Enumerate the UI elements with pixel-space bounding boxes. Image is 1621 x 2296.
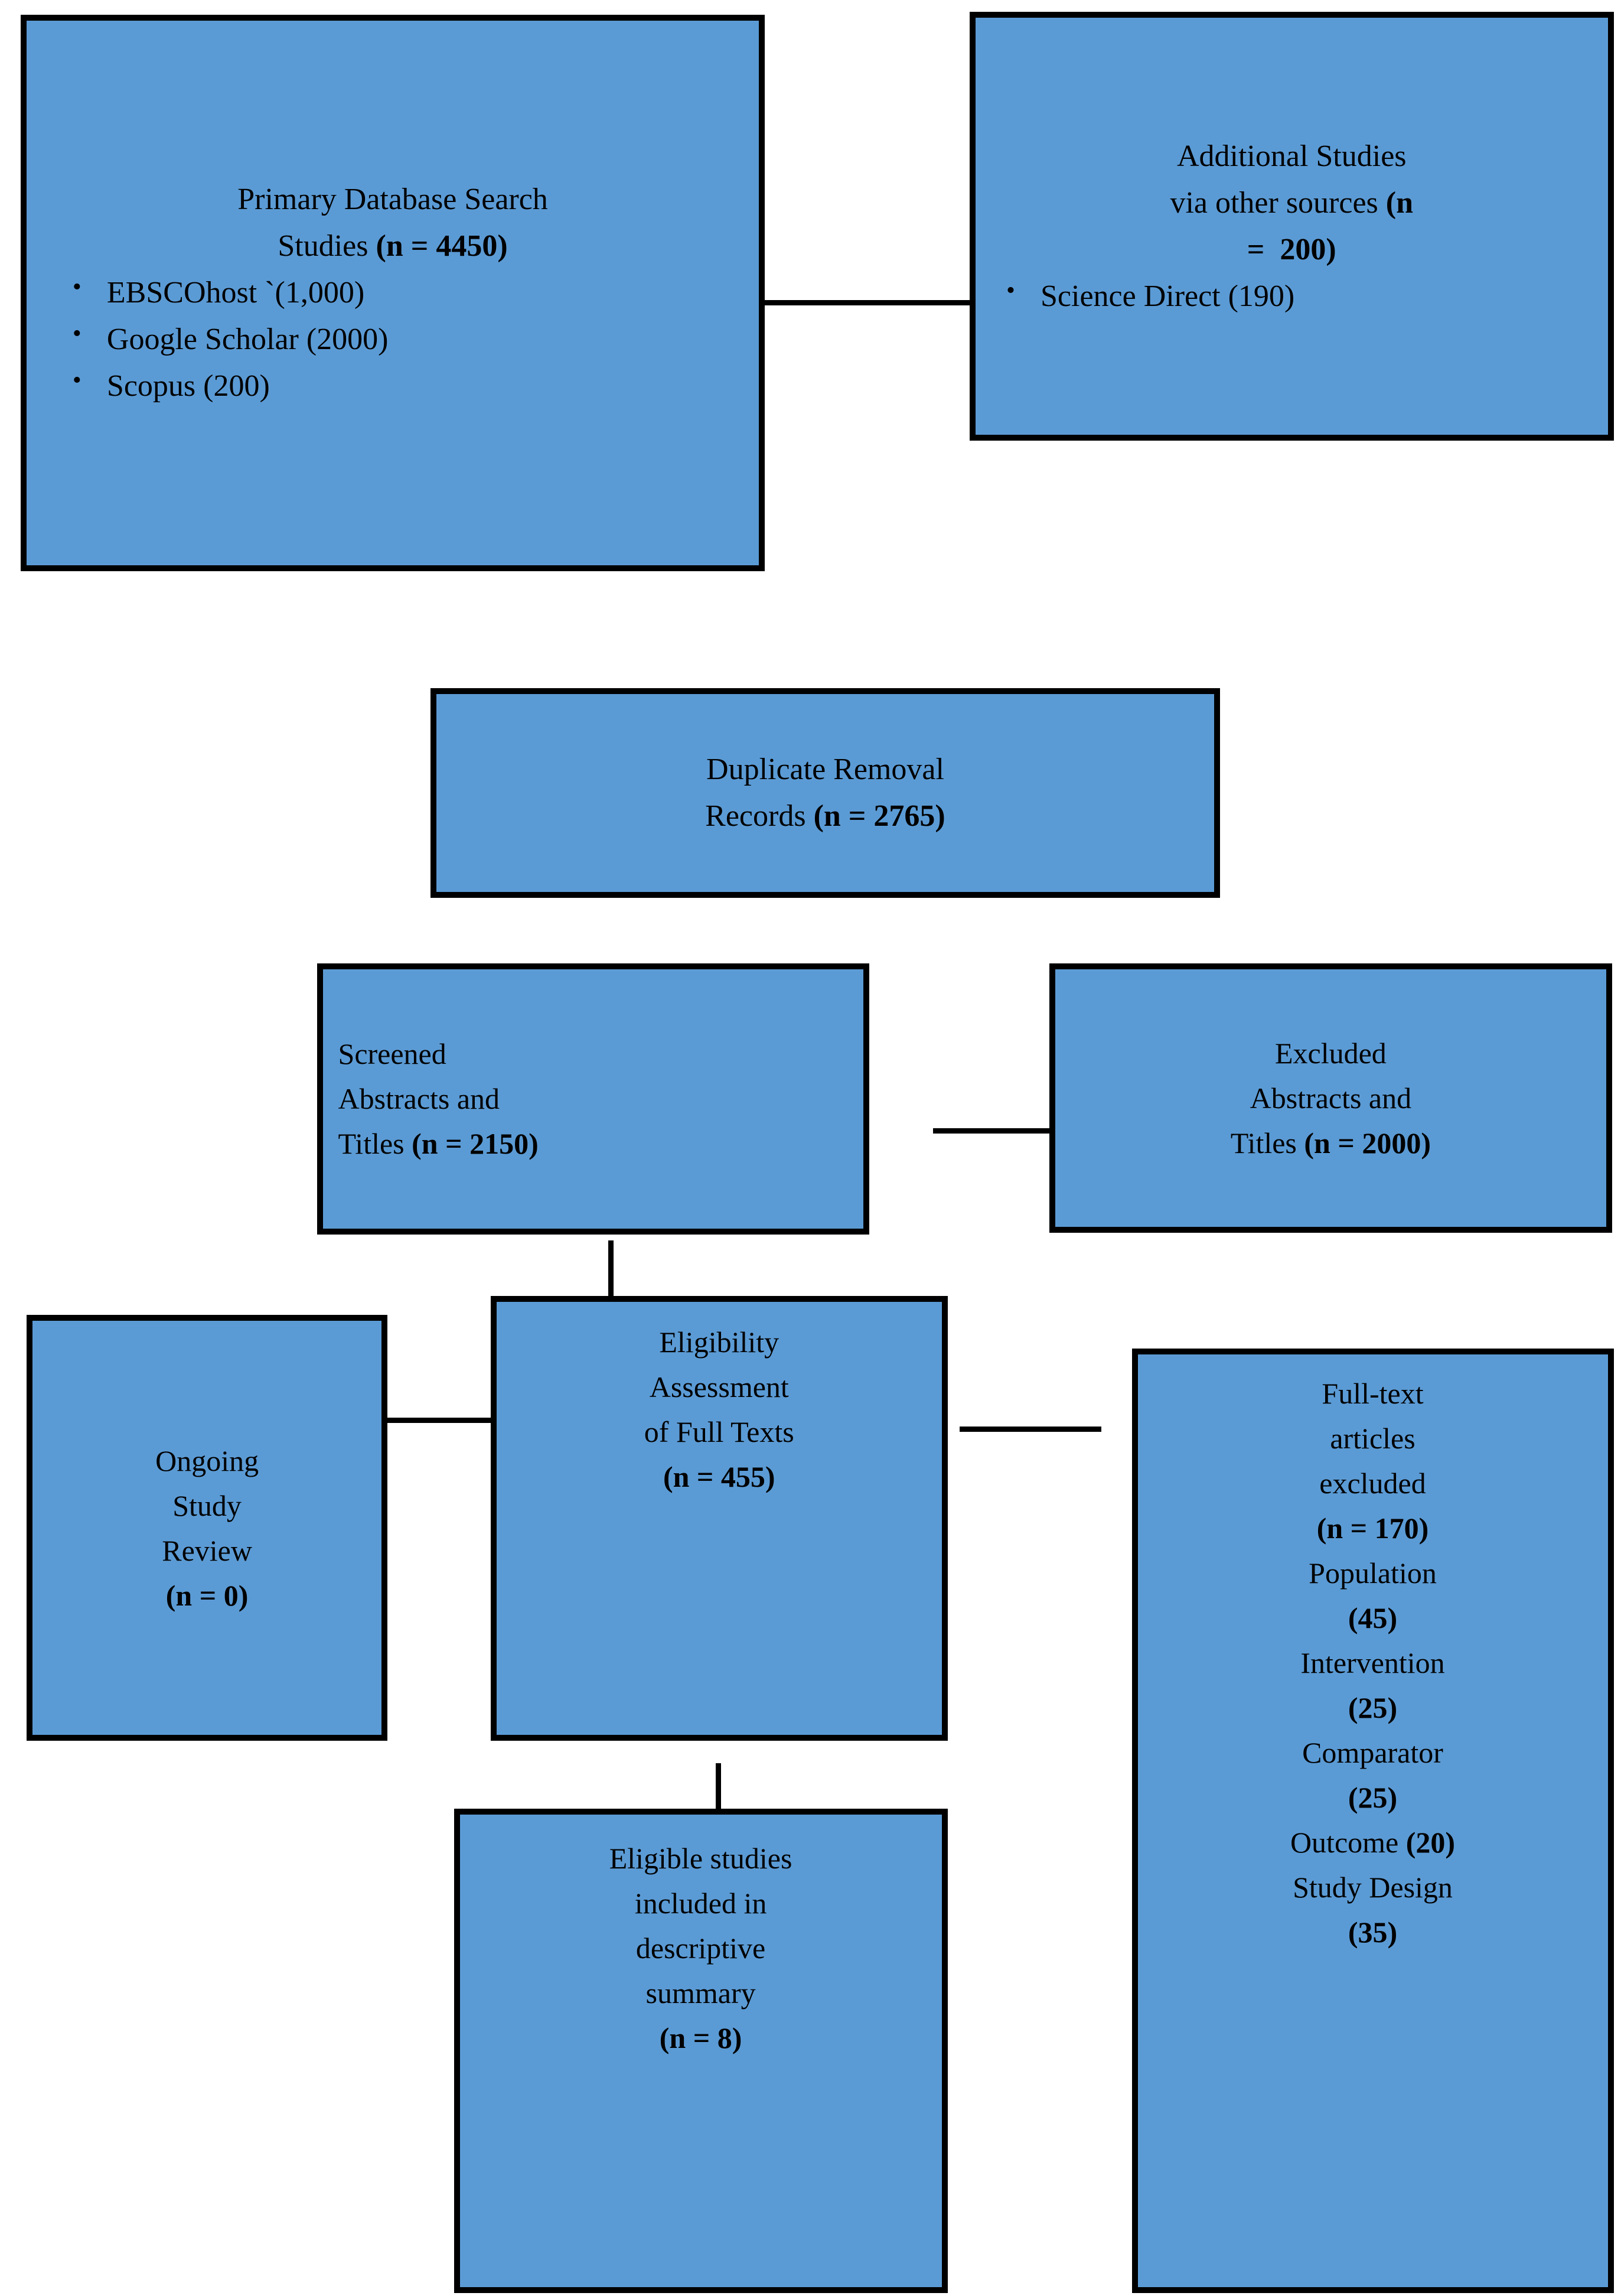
fulltext-reason-comparator: Comparator (1302, 1736, 1443, 1770)
eligibility-line1: Eligibility (659, 1325, 779, 1359)
fulltext-reason-study-design-count: (35) (1348, 1916, 1398, 1949)
additional-heading-line1: Additional Studies (1176, 139, 1407, 173)
eligible-line2: included in (634, 1886, 767, 1920)
excluded-line3-prefix: Titles (1230, 1126, 1304, 1160)
primary-heading-line2-count: (n = 4450) (376, 229, 508, 263)
additional-heading-line3-count: = 200) (1247, 232, 1336, 266)
ongoing-line1: Ongoing (155, 1444, 259, 1477)
eligible-line3: descriptive (635, 1931, 766, 1965)
eligibility-line3: of Full Texts (644, 1415, 794, 1448)
node-eligibility-assessment[interactable]: Eligibility Assessment of Full Texts (n … (490, 1295, 948, 1741)
list-item: EBSCOhost `(1,000) (73, 268, 748, 316)
ongoing-line3: Review (162, 1533, 252, 1567)
ongoing-line2: Study (172, 1489, 242, 1522)
duplicate-line2-prefix: Records (705, 799, 814, 833)
node-ongoing-study-review[interactable]: Ongoing Study Review (n = 0) (26, 1315, 388, 1741)
fulltext-reason-population-count: (45) (1348, 1601, 1398, 1635)
connector-screened-to-excluded (933, 1128, 1075, 1134)
duplicate-line1: Duplicate Removal (706, 753, 944, 787)
excluded-line1: Excluded (1274, 1037, 1387, 1070)
primary-source-list: EBSCOhost `(1,000) Google Scholar (2000)… (37, 268, 748, 409)
node-excluded-abstracts-titles[interactable]: Excluded Abstracts and Titles (n = 2000) (1049, 963, 1612, 1233)
duplicate-line2-count: (n = 2765) (813, 799, 945, 833)
fulltext-reason-comparator-count: (25) (1348, 1781, 1398, 1815)
screened-line3-prefix: Titles (338, 1127, 412, 1161)
eligible-line5-count: (n = 8) (659, 2021, 742, 2054)
eligibility-line2: Assessment (649, 1370, 789, 1403)
fulltext-line2: articles (1330, 1422, 1415, 1455)
node-primary-database-search[interactable]: Primary Database Search Studies (n = 445… (20, 14, 765, 571)
fulltext-line4-count: (n = 170) (1316, 1512, 1429, 1545)
primary-heading-line1: Primary Database Search (237, 183, 548, 217)
ongoing-line4-count: (n = 0) (165, 1578, 249, 1612)
additional-heading-line2-prefix: via other sources (1170, 185, 1386, 220)
node-additional-studies[interactable]: Additional Studies via other sources (n … (970, 11, 1614, 441)
fulltext-line3: excluded (1319, 1467, 1426, 1500)
fulltext-reason-outcome: Outcome (20) (1138, 1820, 1608, 1865)
list-item: Google Scholar (2000) (73, 315, 748, 363)
primary-heading-line2-prefix: Studies (278, 229, 376, 263)
duplicate-line2: Records (n = 2765) (436, 793, 1215, 839)
excluded-line3: Titles (n = 2000) (1060, 1121, 1602, 1165)
excluded-line2: Abstracts and (1250, 1082, 1412, 1115)
screened-line3-count: (n = 2150) (412, 1127, 539, 1161)
list-item: Scopus (200) (73, 362, 748, 409)
connector-screened-to-eligibility (608, 1240, 614, 1329)
node-fulltext-articles-excluded[interactable]: Full-text articles excluded (n = 170) Po… (1131, 1349, 1614, 2294)
fulltext-reason-intervention: Intervention (1300, 1646, 1445, 1680)
list-item: Science Direct (190) (1006, 272, 1600, 320)
fulltext-reason-study-design: Study Design (1293, 1871, 1453, 1904)
eligible-line1: Eligible studies (609, 1841, 792, 1875)
additional-heading-line2: via other sources (n (984, 180, 1600, 226)
fulltext-reason-outcome-label: Outcome (1290, 1826, 1406, 1859)
screened-line2: Abstracts and (338, 1082, 500, 1116)
fulltext-reason-intervention-count: (25) (1348, 1691, 1398, 1725)
eligibility-line4-count: (n = 455) (663, 1460, 775, 1493)
additional-source-list: Science Direct (190) (984, 272, 1600, 320)
node-eligible-studies-included[interactable]: Eligible studies included in descriptive… (454, 1808, 948, 2294)
excluded-line3-count: (n = 2000) (1304, 1126, 1431, 1160)
eligible-line4: summary (645, 1976, 756, 2010)
fulltext-reason-outcome-count: (20) (1405, 1826, 1456, 1859)
fulltext-line1: Full-text (1322, 1377, 1424, 1411)
node-screened-abstracts-titles[interactable]: Screened Abstracts and Titles (n = 2150) (317, 963, 870, 1235)
connector-eligibility-to-fulltext (960, 1427, 1101, 1432)
additional-heading-line2-count: (n (1385, 185, 1414, 220)
connector-eligibility-to-eligible (716, 1763, 721, 1843)
primary-heading-line2: Studies (n = 4450) (37, 223, 748, 269)
connector-ongoing-to-eligibility (378, 1418, 502, 1423)
screened-line1: Screened (338, 1037, 446, 1071)
screened-line3: Titles (n = 2150) (338, 1121, 857, 1166)
node-duplicate-removal[interactable]: Duplicate Removal Records (n = 2765) (430, 688, 1221, 898)
fulltext-reason-population: Population (1309, 1556, 1437, 1590)
